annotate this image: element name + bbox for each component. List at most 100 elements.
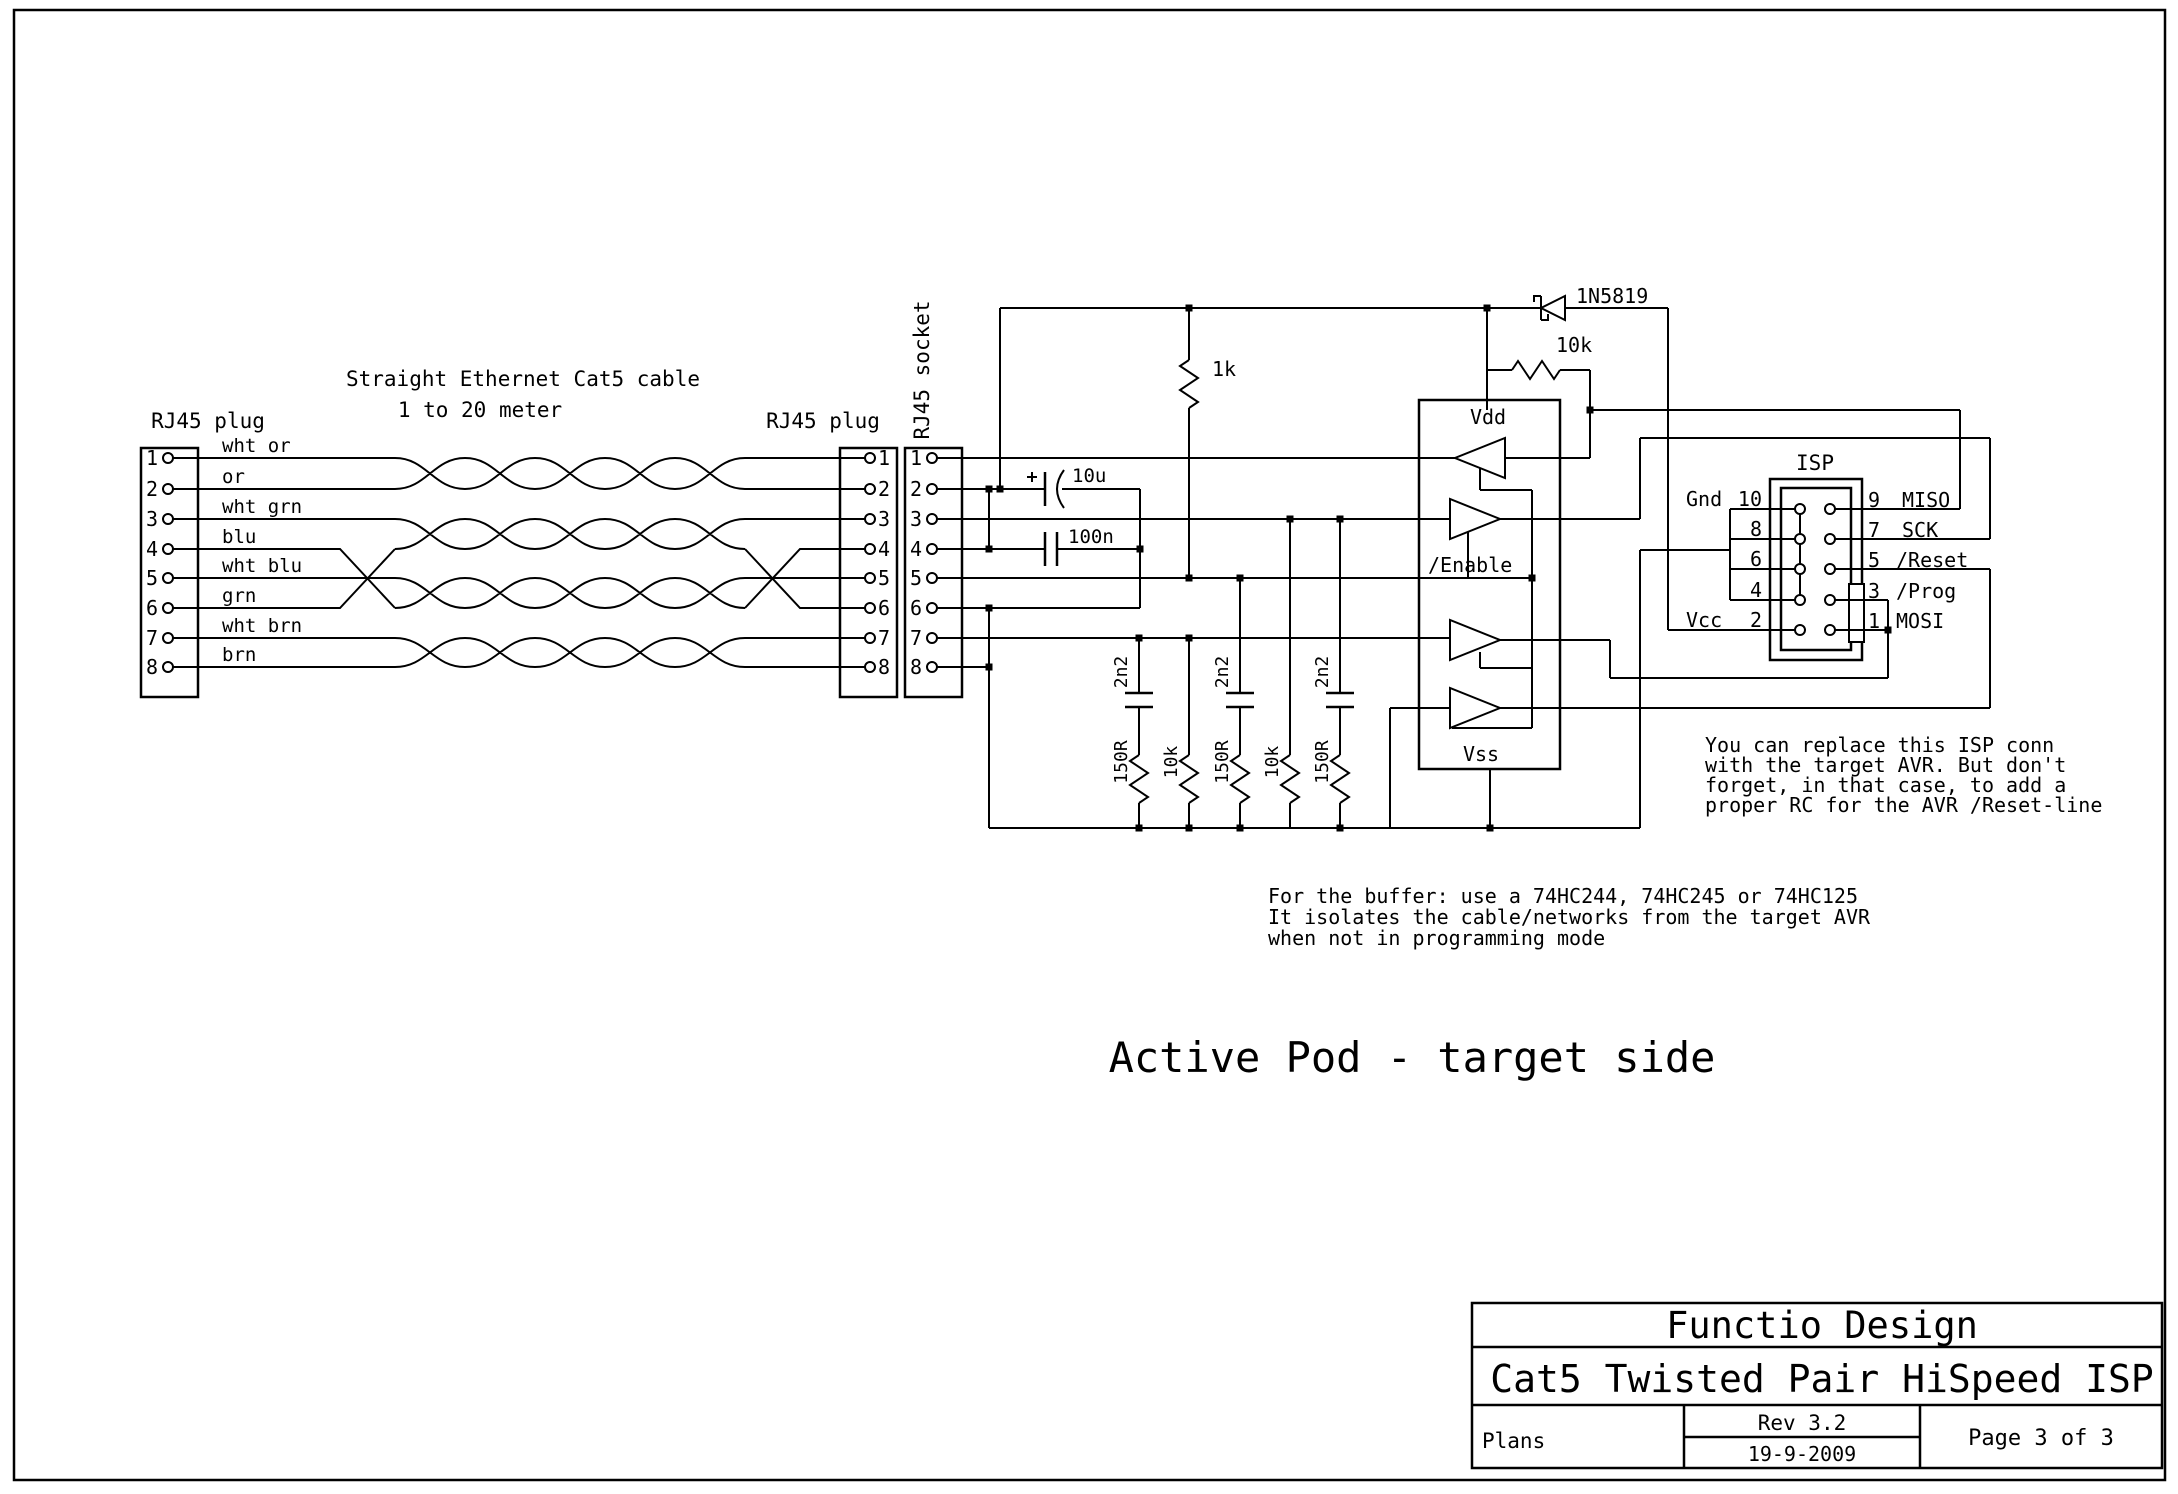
isp-pin8-num: 8	[1750, 517, 1762, 541]
socket-pin-number: 5	[910, 566, 922, 590]
right-plug-pin-number: 8	[878, 655, 890, 679]
right-plug-pin-number: 3	[878, 507, 890, 531]
wire-color-label-5: wht blu	[222, 555, 302, 577]
isp-pin7-num: 7	[1868, 518, 1880, 542]
company-name: Functio Design	[1666, 1304, 1978, 1347]
isp-pin-terminals	[1794, 503, 1836, 636]
capacitor-10u-curved-plate	[1056, 469, 1065, 509]
right-plug-pin-number: 7	[878, 626, 890, 650]
left-plug-pin-terminal	[162, 661, 174, 673]
left-plug-pin-terminal	[162, 632, 174, 644]
socket-pin-number: 7	[910, 626, 922, 650]
isp-pin-terminal	[1824, 624, 1836, 636]
isp-pin3-name: /Prog	[1896, 579, 1956, 603]
chip-vss-label: Vss	[1463, 742, 1499, 766]
buffer-note-line3: when not in programming mode	[1268, 926, 1605, 950]
right-plug-pin-terminal	[864, 661, 876, 673]
socket-pin-number: 4	[910, 537, 922, 561]
left-plug-pin-terminal	[162, 602, 174, 614]
left-plug-pin-number: 8	[146, 655, 158, 679]
socket-pin-number: 6	[910, 596, 922, 620]
socket-pin-number: 1	[910, 446, 922, 470]
rj45-socket-label: RJ45 socket	[910, 300, 934, 439]
cap-2n2-label-2: 2n2	[1212, 656, 1233, 689]
cap-2n2-label-3: 2n2	[1312, 656, 1333, 689]
isp-pin5-num: 5	[1868, 548, 1880, 572]
chip-vdd-label: Vdd	[1470, 405, 1506, 429]
title-block-border	[1470, 1301, 2164, 1470]
isp-pin10-num: 10	[1738, 487, 1762, 511]
res-10k-label-2: 10k	[1262, 746, 1283, 779]
isp-note-line4: proper RC for the AVR /Reset-line	[1705, 793, 2102, 817]
buffer-triangle-4	[1449, 686, 1503, 730]
page-number-label: Page 3 of 3	[1968, 1426, 2114, 1451]
isp-pin7-name: SCK	[1902, 518, 1938, 542]
socket-pin-terminal	[926, 602, 938, 614]
diode-1n5819-label: 1N5819	[1576, 284, 1648, 308]
resistor-150r-3	[1329, 754, 1351, 804]
document-title: Cat5 Twisted Pair HiSpeed ISP	[1490, 1357, 2153, 1401]
chip-enable-label: /Enable	[1428, 553, 1512, 577]
capacitor-10u-plus-sign	[1027, 472, 1037, 482]
isp-pin-terminal	[1794, 624, 1806, 636]
right-plug-pin-number: 4	[878, 537, 890, 561]
title-block: Functio Design Cat5 Twisted Pair HiSpeed…	[1470, 1301, 2164, 1470]
left-plug-pin-number: 6	[146, 596, 158, 620]
left-plug-pin-number: 5	[146, 566, 158, 590]
socket-pin-terminal	[926, 513, 938, 525]
socket-pin-terminal	[926, 661, 938, 673]
isp-title: ISP	[1796, 451, 1834, 475]
isp-pin-terminal	[1824, 533, 1836, 545]
right-rj45-plug-box	[838, 446, 899, 699]
buffer-note-line2: It isolates the cable/networks from the …	[1268, 905, 1871, 929]
rj45-socket-box	[903, 446, 964, 699]
isp-pin-terminal	[1824, 563, 1836, 575]
wire-color-label-8: brn	[222, 644, 256, 666]
left-plug-pin-number: 2	[146, 477, 158, 501]
socket-pin-number: 2	[910, 477, 922, 501]
plans-label: Plans	[1482, 1429, 1545, 1453]
left-plug-pin-number: 7	[146, 626, 158, 650]
cable-title-line2: 1 to 20 meter	[398, 398, 562, 422]
left-plug-pin-number: 3	[146, 507, 158, 531]
cap-2n2-label-1: 2n2	[1111, 656, 1132, 689]
res-10k-label-1: 10k	[1161, 746, 1182, 779]
page-title: Active Pod - target side	[1109, 1033, 1716, 1082]
right-plug-pin-terminal	[864, 632, 876, 644]
left-plug-pin-number: 1	[146, 446, 158, 470]
revision-label: Rev 3.2	[1758, 1411, 1847, 1435]
socket-pin-terminal	[926, 452, 938, 464]
schottky-diode-triangle	[1538, 294, 1566, 322]
right-plug-pin-terminal	[864, 543, 876, 555]
res-150r-label-3: 150R	[1312, 740, 1333, 784]
socket-pin-terminal	[926, 483, 938, 495]
isp-pin3-num: 3	[1868, 579, 1880, 603]
isp-note-line3: forget, in that case, to add a	[1705, 773, 2066, 797]
left-plug-pin-number: 4	[146, 537, 158, 561]
isp-pin6-num: 6	[1750, 547, 1762, 571]
socket-pin-number: 8	[910, 655, 922, 679]
left-plug-pin-terminal	[162, 452, 174, 464]
twisted-pair-braid-1	[394, 456, 746, 491]
isp-note-line2: with the target AVR. But don't	[1705, 753, 2066, 777]
twisted-pair-braid-2	[394, 517, 746, 551]
right-plug-pin-number: 6	[878, 596, 890, 620]
res-150r-label-2: 150R	[1212, 740, 1233, 784]
twisted-pair-braid-4	[394, 636, 746, 669]
buffer-triangle-3	[1449, 618, 1503, 662]
socket-pin-terminal	[926, 543, 938, 555]
right-plug-pin-terminal	[864, 602, 876, 614]
right-plug-pin-number: 2	[878, 477, 890, 501]
socket-pin-terminal	[926, 632, 938, 644]
left-plug-pin-terminal	[162, 513, 174, 525]
wire-color-label-4: blu	[222, 526, 256, 548]
resistor-150r-1	[1128, 754, 1150, 804]
isp-pin1-name: MOSI	[1896, 609, 1944, 633]
wire-color-label-2: or	[222, 466, 245, 488]
right-plug-pin-terminal	[864, 513, 876, 525]
resistor-10k-pullup	[1511, 359, 1561, 381]
isp-pin9-num: 9	[1868, 488, 1880, 512]
isp-pin-terminal	[1794, 563, 1806, 575]
buffer-triangle-2	[1449, 497, 1503, 541]
